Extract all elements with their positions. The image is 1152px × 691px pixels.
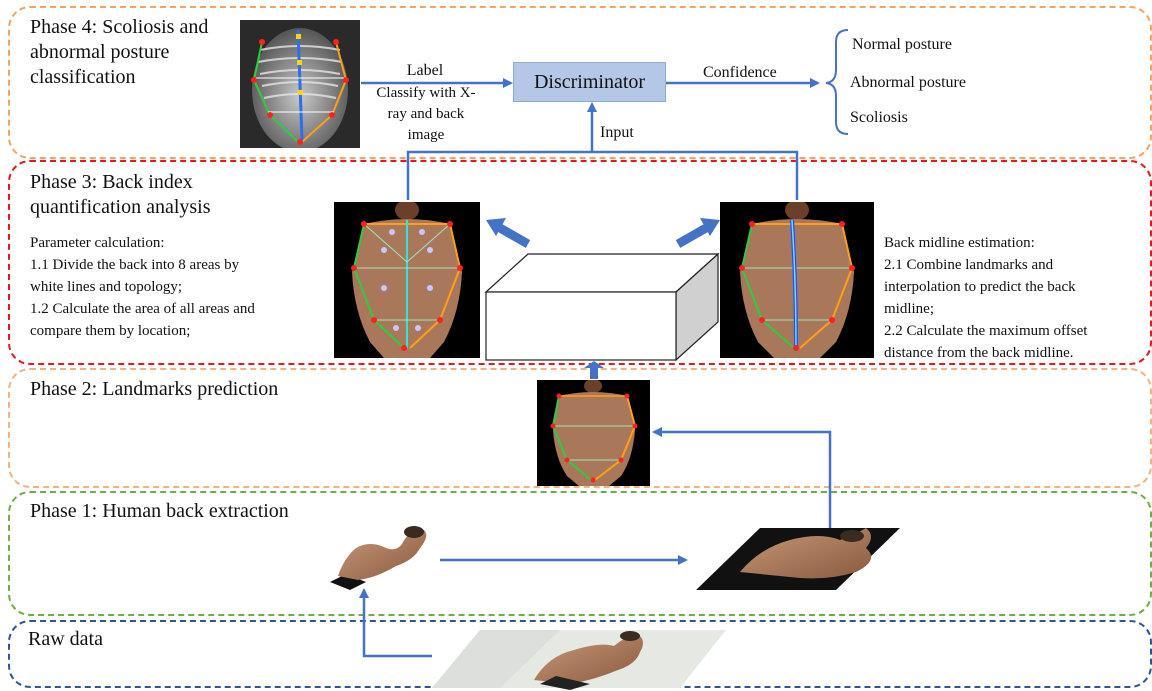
extracted-back-large [696, 528, 900, 590]
model-box [486, 254, 718, 360]
block-arrow-right-icon [678, 218, 720, 244]
block-arrow-up-icon [584, 361, 604, 379]
extracted-back-small [330, 526, 426, 590]
raw-back-photo [432, 630, 726, 690]
